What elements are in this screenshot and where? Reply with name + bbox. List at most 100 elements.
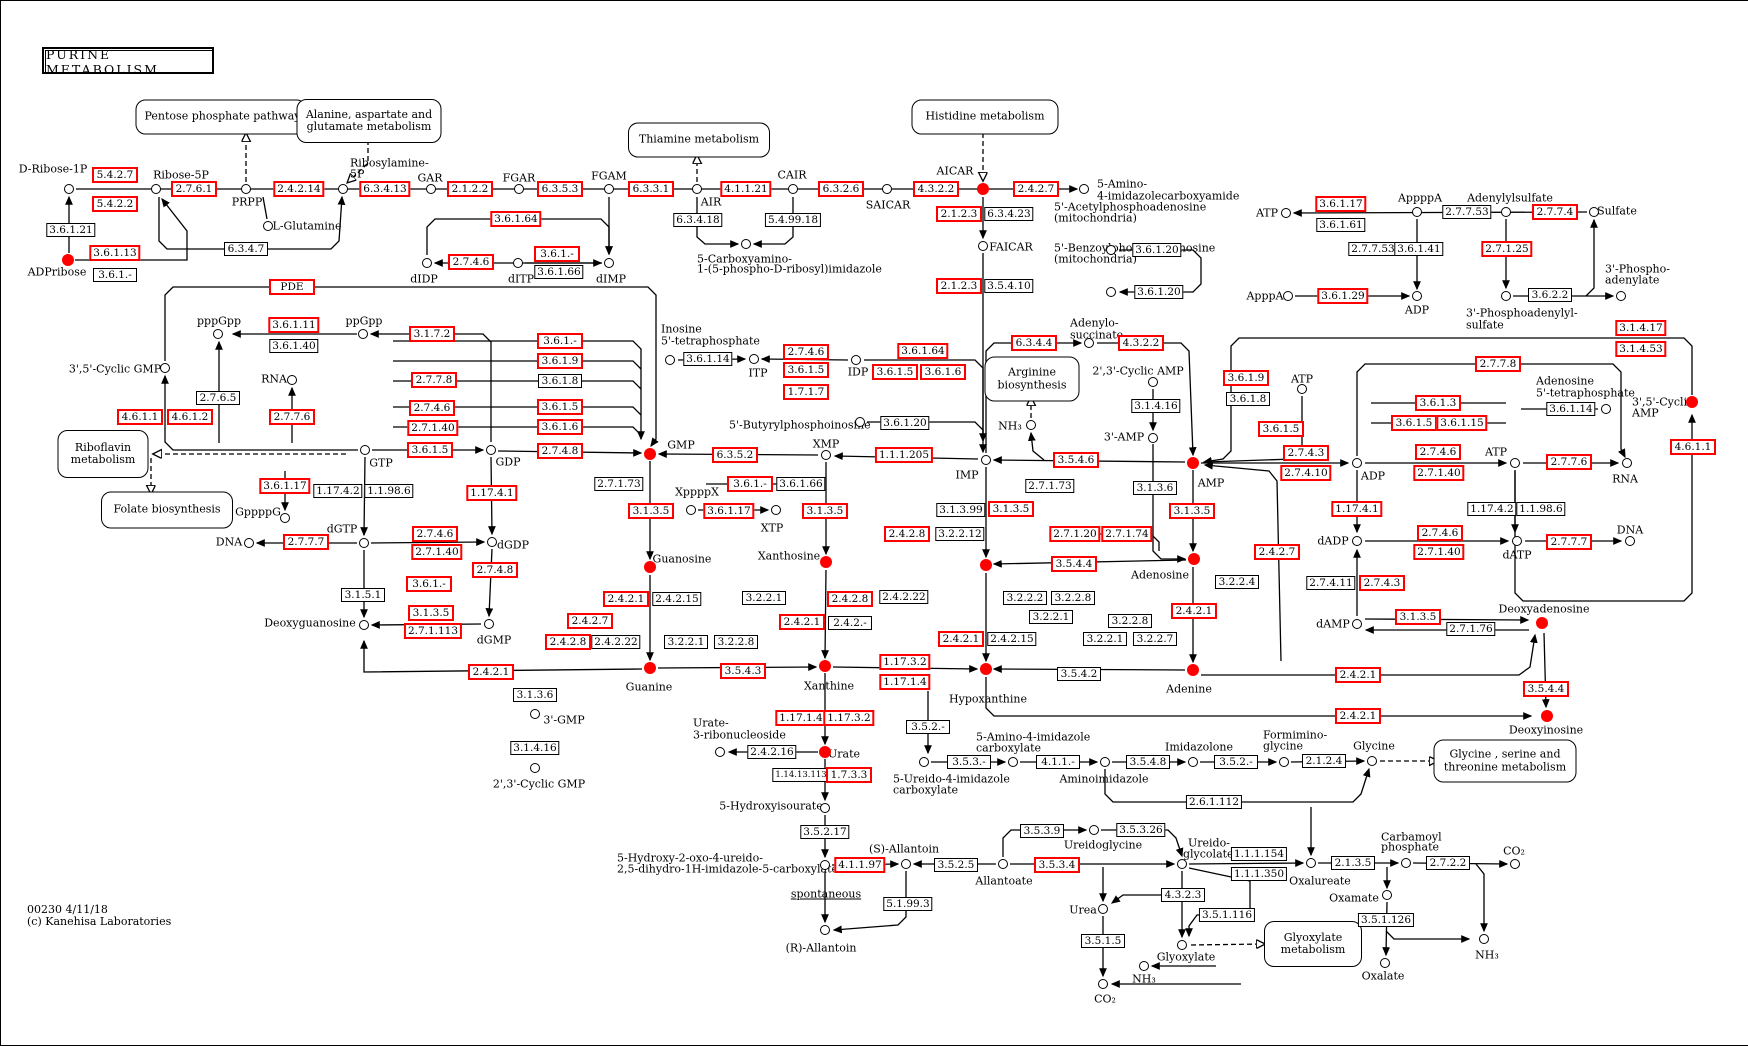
enzyme-box[interactable]: 1.7.1.7 [783, 384, 829, 400]
enzyme-box[interactable]: 3.2.2.4 [1215, 575, 1259, 589]
enzyme-box[interactable]: 2.7.4.6 [783, 344, 829, 360]
compound-node-highlighted[interactable] [1686, 396, 1698, 408]
compound-node[interactable] [820, 925, 830, 935]
enzyme-box[interactable]: 2.7.1.40 [411, 544, 463, 560]
enzyme-box[interactable]: 1.17.1.4 [775, 710, 827, 726]
enzyme-box[interactable]: 3.1.3.5 [628, 503, 674, 519]
enzyme-box[interactable]: 3.6.1.15 [1436, 415, 1488, 431]
enzyme-box[interactable]: 3.1.4.16 [510, 741, 560, 755]
compound-node[interactable] [487, 537, 497, 547]
compound-node[interactable] [1510, 458, 1520, 468]
enzyme-box[interactable]: 2.7.4.6 [409, 400, 455, 416]
enzyme-box[interactable]: 2.7.1.40 [407, 420, 459, 436]
enzyme-box[interactable]: 3.2.2.8 [1108, 614, 1152, 628]
enzyme-box[interactable]: 2.7.7.8 [411, 372, 457, 388]
enzyme-box[interactable]: 2.7.1.25 [1481, 241, 1533, 257]
enzyme-box[interactable]: 3.6.1.8 [1226, 392, 1270, 406]
compound-node[interactable] [1008, 757, 1018, 767]
compound-node[interactable] [530, 763, 540, 773]
enzyme-box[interactable]: 1.17.4.2 [1467, 502, 1517, 516]
enzyme-box[interactable]: 3.5.4.10 [984, 279, 1034, 293]
enzyme-box[interactable]: 3.5.3.26 [1116, 823, 1166, 837]
enzyme-box[interactable]: 2.4.2.8 [827, 591, 873, 607]
compound-node[interactable] [1601, 404, 1611, 414]
enzyme-box[interactable]: 2.7.7.7 [283, 534, 329, 550]
compound-node[interactable] [771, 505, 781, 515]
enzyme-box[interactable]: 3.6.1.- [537, 333, 583, 349]
enzyme-box[interactable]: 6.3.3.1 [628, 181, 674, 197]
enzyme-box[interactable]: 3.6.1.17 [259, 478, 311, 494]
enzyme-box[interactable]: 3.5.4.8 [1126, 755, 1170, 769]
enzyme-box[interactable]: 2.7.4.3 [1283, 445, 1329, 461]
enzyme-box[interactable]: 2.1.2.3 [936, 278, 982, 294]
enzyme-box[interactable]: 3.6.1.40 [269, 339, 319, 353]
compound-node[interactable] [1510, 859, 1520, 869]
enzyme-box[interactable]: 2.4.2.1 [938, 631, 984, 647]
enzyme-box[interactable]: 2.7.1.40 [1413, 544, 1465, 560]
compound-node[interactable] [1412, 207, 1422, 217]
compound-node[interactable] [280, 513, 290, 523]
enzyme-box[interactable]: 5.4.99.18 [764, 213, 822, 227]
enzyme-box[interactable]: 2.7.4.6 [448, 254, 494, 270]
compound-node[interactable] [359, 538, 369, 548]
enzyme-box[interactable]: 4.3.2.2 [1118, 335, 1164, 351]
enzyme-box[interactable]: 6.3.2.6 [818, 181, 864, 197]
enzyme-box[interactable]: 5.4.2.2 [92, 196, 138, 212]
enzyme-box[interactable]: 3.1.3.5 [1395, 609, 1441, 625]
enzyme-box[interactable]: 5.4.2.7 [92, 167, 138, 183]
enzyme-box[interactable]: 3.6.1.17 [1315, 196, 1367, 212]
enzyme-box[interactable]: 2.7.4.11 [1306, 576, 1356, 590]
compound-node[interactable] [1089, 825, 1099, 835]
enzyme-box[interactable]: 3.2.2.2 [1003, 591, 1047, 605]
enzyme-box[interactable]: 6.3.5.3 [537, 181, 583, 197]
enzyme-box[interactable]: 3.1.3.5 [802, 503, 848, 519]
enzyme-box[interactable]: 3.5.2.- [1214, 755, 1258, 769]
compound-node[interactable] [1367, 756, 1377, 766]
enzyme-box[interactable]: 2.4.2.22 [879, 590, 929, 604]
compound-node[interactable] [514, 184, 524, 194]
pathway-link[interactable]: Histidine metabolism [911, 99, 1059, 135]
compound-node-highlighted[interactable] [1187, 664, 1199, 676]
enzyme-box[interactable]: 3.5.3.9 [1020, 824, 1064, 838]
enzyme-box[interactable]: 2.4.2.1 [1335, 708, 1381, 724]
enzyme-box[interactable]: 2.4.2.1 [603, 591, 649, 607]
enzyme-box[interactable]: PDE [269, 279, 315, 295]
compound-node[interactable] [358, 329, 368, 339]
enzyme-box[interactable]: 1.7.3.3 [826, 767, 872, 783]
enzyme-box[interactable]: 2.7.4.8 [537, 443, 583, 459]
enzyme-box[interactable]: 3.6.1.20 [1132, 243, 1182, 257]
enzyme-box[interactable]: 3.6.1.64 [897, 343, 949, 359]
enzyme-box[interactable]: 2.7.1.73 [594, 477, 644, 491]
enzyme-box[interactable]: 3.5.3.- [947, 755, 991, 769]
compound-node[interactable] [1622, 458, 1632, 468]
compound-node[interactable] [1382, 890, 1392, 900]
enzyme-box[interactable]: 3.1.3.6 [513, 688, 557, 702]
enzyme-box[interactable]: 3.6.1.9 [1223, 370, 1269, 386]
enzyme-box[interactable]: 4.6.1.2 [167, 409, 213, 425]
enzyme-box[interactable]: 2.7.7.53 [1348, 242, 1398, 256]
enzyme-box[interactable]: 3.5.1.126 [1357, 913, 1415, 927]
enzyme-box[interactable]: 4.1.1.21 [720, 181, 772, 197]
compound-node[interactable] [1106, 245, 1116, 255]
enzyme-box[interactable]: 3.5.4.4 [1523, 681, 1569, 697]
compound-node[interactable] [821, 450, 831, 460]
compound-node[interactable] [1281, 208, 1291, 218]
compound-node[interactable] [686, 505, 696, 515]
enzyme-box[interactable]: 2.4.2.1 [779, 614, 825, 630]
compound-node[interactable] [978, 241, 988, 251]
enzyme-box[interactable]: 2.4.2.16 [747, 745, 797, 759]
enzyme-box[interactable]: 2.7.1.20 [1049, 526, 1101, 542]
enzyme-box[interactable]: 1.17.3.2 [823, 710, 875, 726]
pathway-link[interactable]: Thiamine metabolism [628, 122, 770, 158]
compound-node[interactable] [1479, 934, 1489, 944]
compound-node[interactable] [749, 354, 759, 364]
compound-node[interactable] [1412, 291, 1422, 301]
enzyme-box[interactable]: 4.6.1.1 [117, 409, 163, 425]
compound-node[interactable] [359, 620, 369, 630]
compound-node[interactable] [1098, 904, 1108, 914]
enzyme-box[interactable]: 3.6.1.6 [920, 364, 966, 380]
enzyme-box[interactable]: 3.6.1.17 [703, 503, 755, 519]
enzyme-box[interactable]: 2.4.2.1 [1335, 667, 1381, 683]
compound-node-highlighted[interactable] [1536, 617, 1548, 629]
